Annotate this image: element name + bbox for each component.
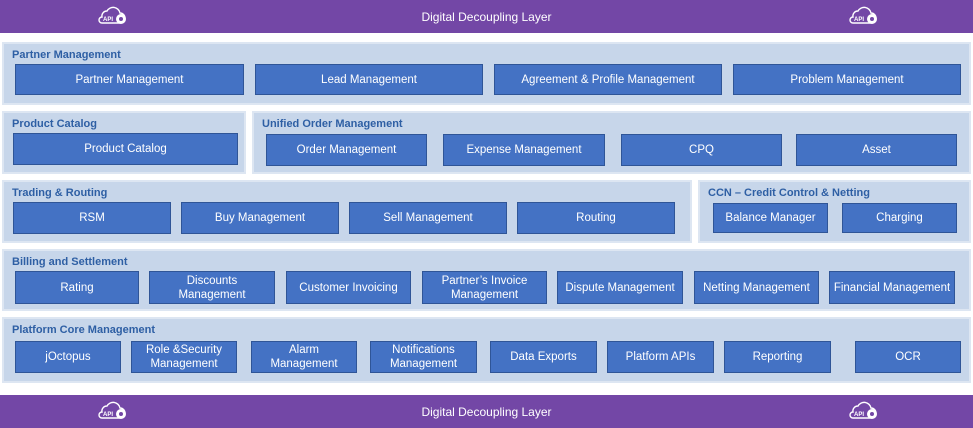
api-cloud-gear-icon: API xyxy=(847,401,881,421)
expense-management-box[interactable]: Expense Management xyxy=(443,134,605,166)
section-title: Partner Management xyxy=(12,49,121,61)
financial-management-box[interactable]: Financial Management xyxy=(829,271,955,304)
netting-management-box[interactable]: Netting Management xyxy=(694,271,819,304)
section-title: CCN – Credit Control & Netting xyxy=(708,187,870,199)
notifications-management-box[interactable]: Notifications Management xyxy=(370,341,477,373)
order-management-box[interactable]: Order Management xyxy=(266,134,427,166)
reporting-box[interactable]: Reporting xyxy=(724,341,831,373)
bottom-decoupling-layer: API Digital Decoupling Layer API xyxy=(0,395,973,428)
problem-management-box[interactable]: Problem Management xyxy=(733,64,961,95)
platform-apis-box[interactable]: Platform APIs xyxy=(607,341,714,373)
ocr-box[interactable]: OCR xyxy=(855,341,961,373)
section-title: Platform Core Management xyxy=(12,324,156,336)
asset-box[interactable]: Asset xyxy=(796,134,957,166)
product-catalog-section: Product Catalog Product Catalog xyxy=(2,111,246,174)
discounts-management-box[interactable]: Discounts Management xyxy=(149,271,275,304)
top-decoupling-layer: API Digital Decoupling Layer API xyxy=(0,0,973,33)
section-title: Unified Order Management xyxy=(262,118,403,130)
partner-management-section: Partner Management Partner Management Le… xyxy=(2,42,971,105)
agreement-profile-management-box[interactable]: Agreement & Profile Management xyxy=(494,64,722,95)
routing-box[interactable]: Routing xyxy=(517,202,675,234)
ccn-section: CCN – Credit Control & Netting Balance M… xyxy=(698,180,971,243)
role-security-management-box[interactable]: Role &Security Management xyxy=(131,341,237,373)
svg-text:API: API xyxy=(103,412,113,418)
api-cloud-gear-icon: API xyxy=(847,6,881,26)
section-title: Product Catalog xyxy=(12,118,97,130)
layer-title: Digital Decoupling Layer xyxy=(421,9,552,24)
charging-box[interactable]: Charging xyxy=(842,203,957,233)
rsm-box[interactable]: RSM xyxy=(13,202,171,234)
alarm-management-box[interactable]: Alarm Management xyxy=(251,341,357,373)
rating-box[interactable]: Rating xyxy=(15,271,139,304)
svg-text:API: API xyxy=(854,412,864,418)
data-exports-box[interactable]: Data Exports xyxy=(490,341,597,373)
section-title: Billing and Settlement xyxy=(12,256,128,268)
balance-manager-box[interactable]: Balance Manager xyxy=(713,203,828,233)
dispute-management-box[interactable]: Dispute Management xyxy=(557,271,683,304)
partners-invoice-management-box[interactable]: Partner’s Invoice Management xyxy=(422,271,547,304)
section-title: Trading & Routing xyxy=(12,187,108,199)
platform-core-management-section: Platform Core Management jOctopus Role &… xyxy=(2,317,971,383)
partner-management-box[interactable]: Partner Management xyxy=(15,64,244,95)
product-catalog-box[interactable]: Product Catalog xyxy=(13,133,238,165)
api-cloud-gear-icon: API xyxy=(96,401,130,421)
api-cloud-gear-icon: API xyxy=(96,6,130,26)
joctopus-box[interactable]: jOctopus xyxy=(15,341,121,373)
lead-management-box[interactable]: Lead Management xyxy=(255,64,483,95)
svg-text:API: API xyxy=(854,17,864,23)
svg-text:API: API xyxy=(103,17,113,23)
trading-routing-section: Trading & Routing RSM Buy Management Sel… xyxy=(2,180,692,243)
buy-management-box[interactable]: Buy Management xyxy=(181,202,339,234)
sell-management-box[interactable]: Sell Management xyxy=(349,202,507,234)
billing-settlement-section: Billing and Settlement Rating Discounts … xyxy=(2,249,971,311)
cpq-box[interactable]: CPQ xyxy=(621,134,782,166)
customer-invoicing-box[interactable]: Customer Invoicing xyxy=(286,271,411,304)
layer-title: Digital Decoupling Layer xyxy=(421,404,552,419)
unified-order-management-section: Unified Order Management Order Managemen… xyxy=(252,111,971,174)
